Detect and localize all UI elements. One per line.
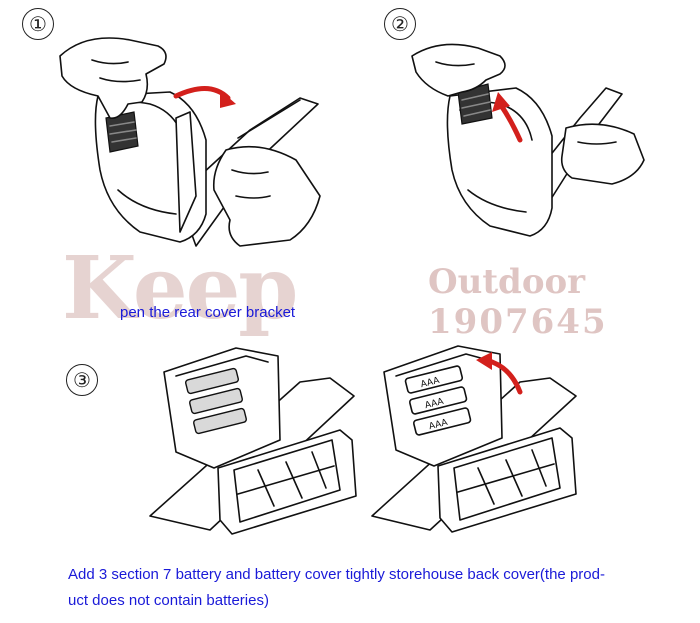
step1-illustration bbox=[60, 38, 320, 246]
battery-icon bbox=[185, 368, 247, 434]
caption-step1: pen the rear cover bracket bbox=[120, 300, 295, 325]
step2-illustration bbox=[412, 44, 644, 236]
step3-right-illustration: AAA AAA AAA bbox=[372, 346, 576, 532]
caption-step3-line2: uct does not contain batteries) bbox=[68, 588, 269, 613]
battery-icon: AAA AAA AAA bbox=[405, 365, 471, 435]
caption-step3-line1: Add 3 section 7 battery and battery cove… bbox=[68, 562, 605, 587]
step3-left-illustration bbox=[150, 348, 356, 534]
